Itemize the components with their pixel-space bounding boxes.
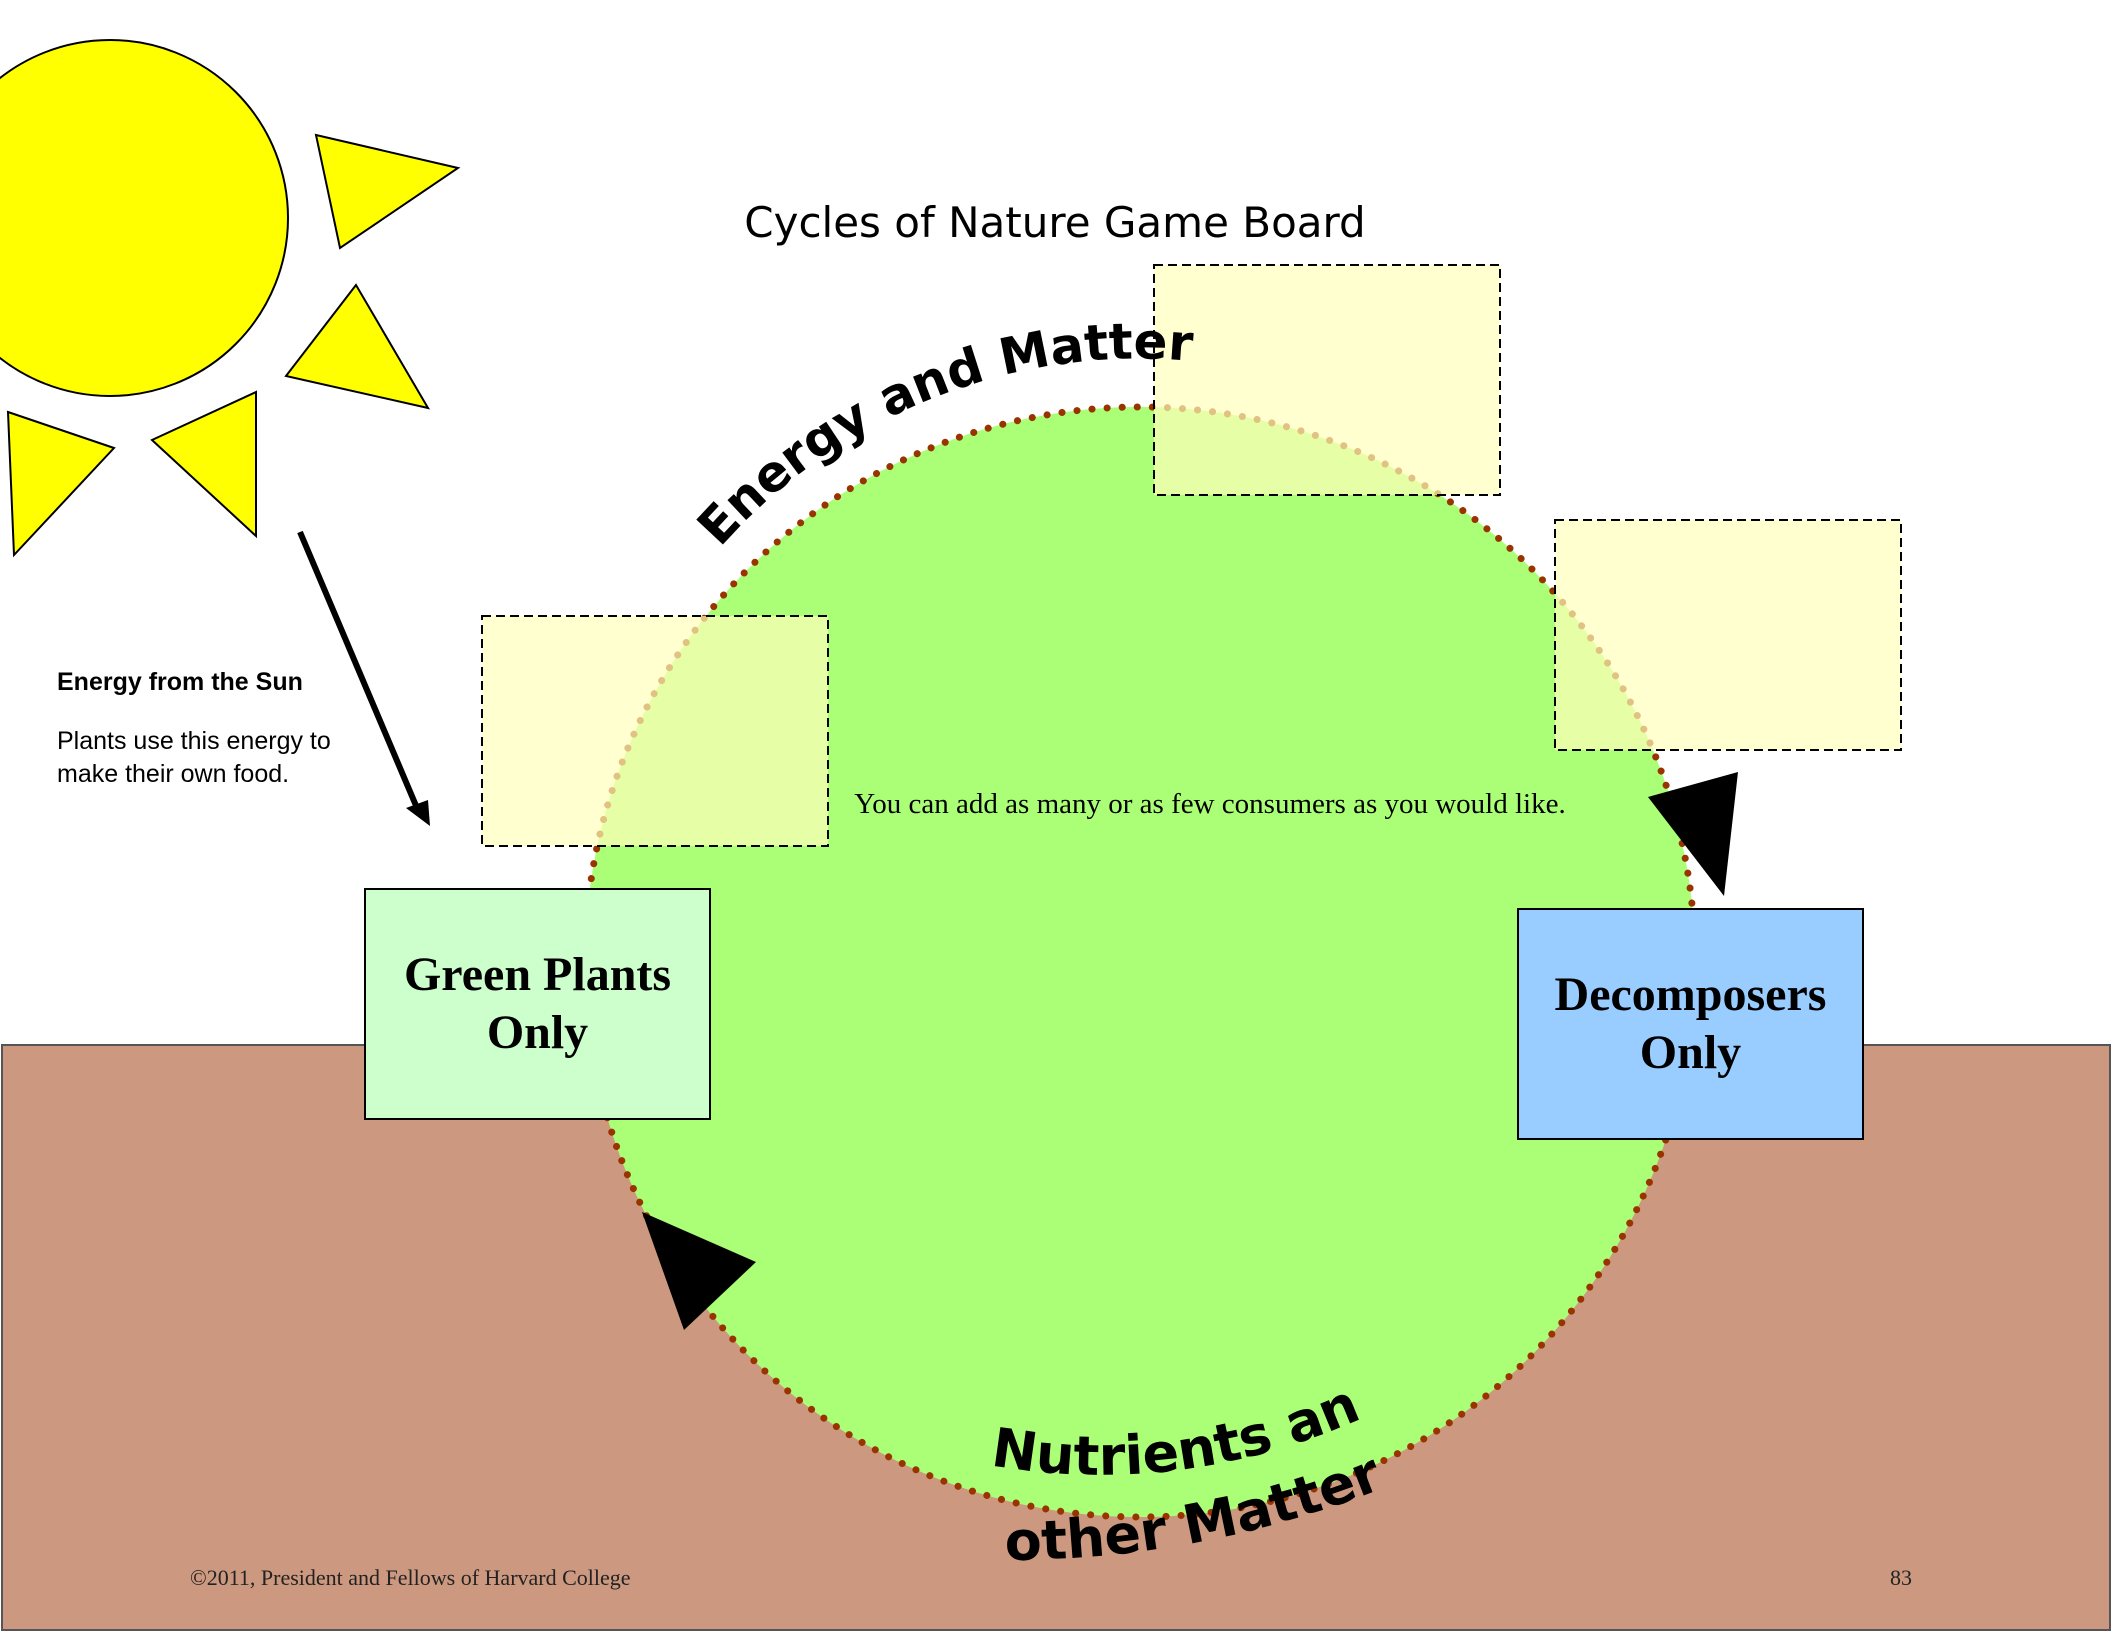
decomposers-box-line1: Decomposers <box>1554 968 1827 1021</box>
producers-box-line2: Only <box>486 1006 589 1059</box>
producers-box[interactable]: Green Plants Only <box>364 888 711 1120</box>
sun-icon <box>0 39 289 397</box>
decomposers-box-line2: Only <box>1639 1026 1742 1079</box>
sun-ray-icon <box>314 133 461 250</box>
sun-energy-body: Plants use this energy to make their own… <box>57 727 331 788</box>
sun-ray-icon <box>6 410 116 558</box>
sun-energy-heading: Energy from the Sun <box>57 668 303 696</box>
decomposers-box[interactable]: Decomposers Only <box>1517 908 1864 1140</box>
page-title: Cycles of Nature Game Board <box>744 198 1366 247</box>
producers-box-line1: Green Plants <box>403 948 672 1001</box>
footer-page-number: 83 <box>1890 1565 1912 1590</box>
cycle-circle <box>585 407 1695 1517</box>
center-note: You can add as many or as few consumers … <box>854 788 1566 820</box>
cycle-arrow-up-icon <box>642 1212 756 1330</box>
sun-energy-arrowhead <box>406 800 430 826</box>
consumer-slot-3[interactable] <box>1554 519 1902 751</box>
consumer-slot-1[interactable] <box>481 615 829 847</box>
sun-energy-note: Energy from the Sun Plants use this ener… <box>57 666 397 791</box>
footer-copyright: ©2011, President and Fellows of Harvard … <box>190 1565 631 1590</box>
consumer-slot-2[interactable] <box>1153 264 1501 496</box>
sun-ray-icon <box>150 390 257 539</box>
sun-ray-icon <box>284 283 431 410</box>
sun-energy-arrow <box>297 530 420 810</box>
cycle-arrow-down-icon <box>1648 772 1738 896</box>
